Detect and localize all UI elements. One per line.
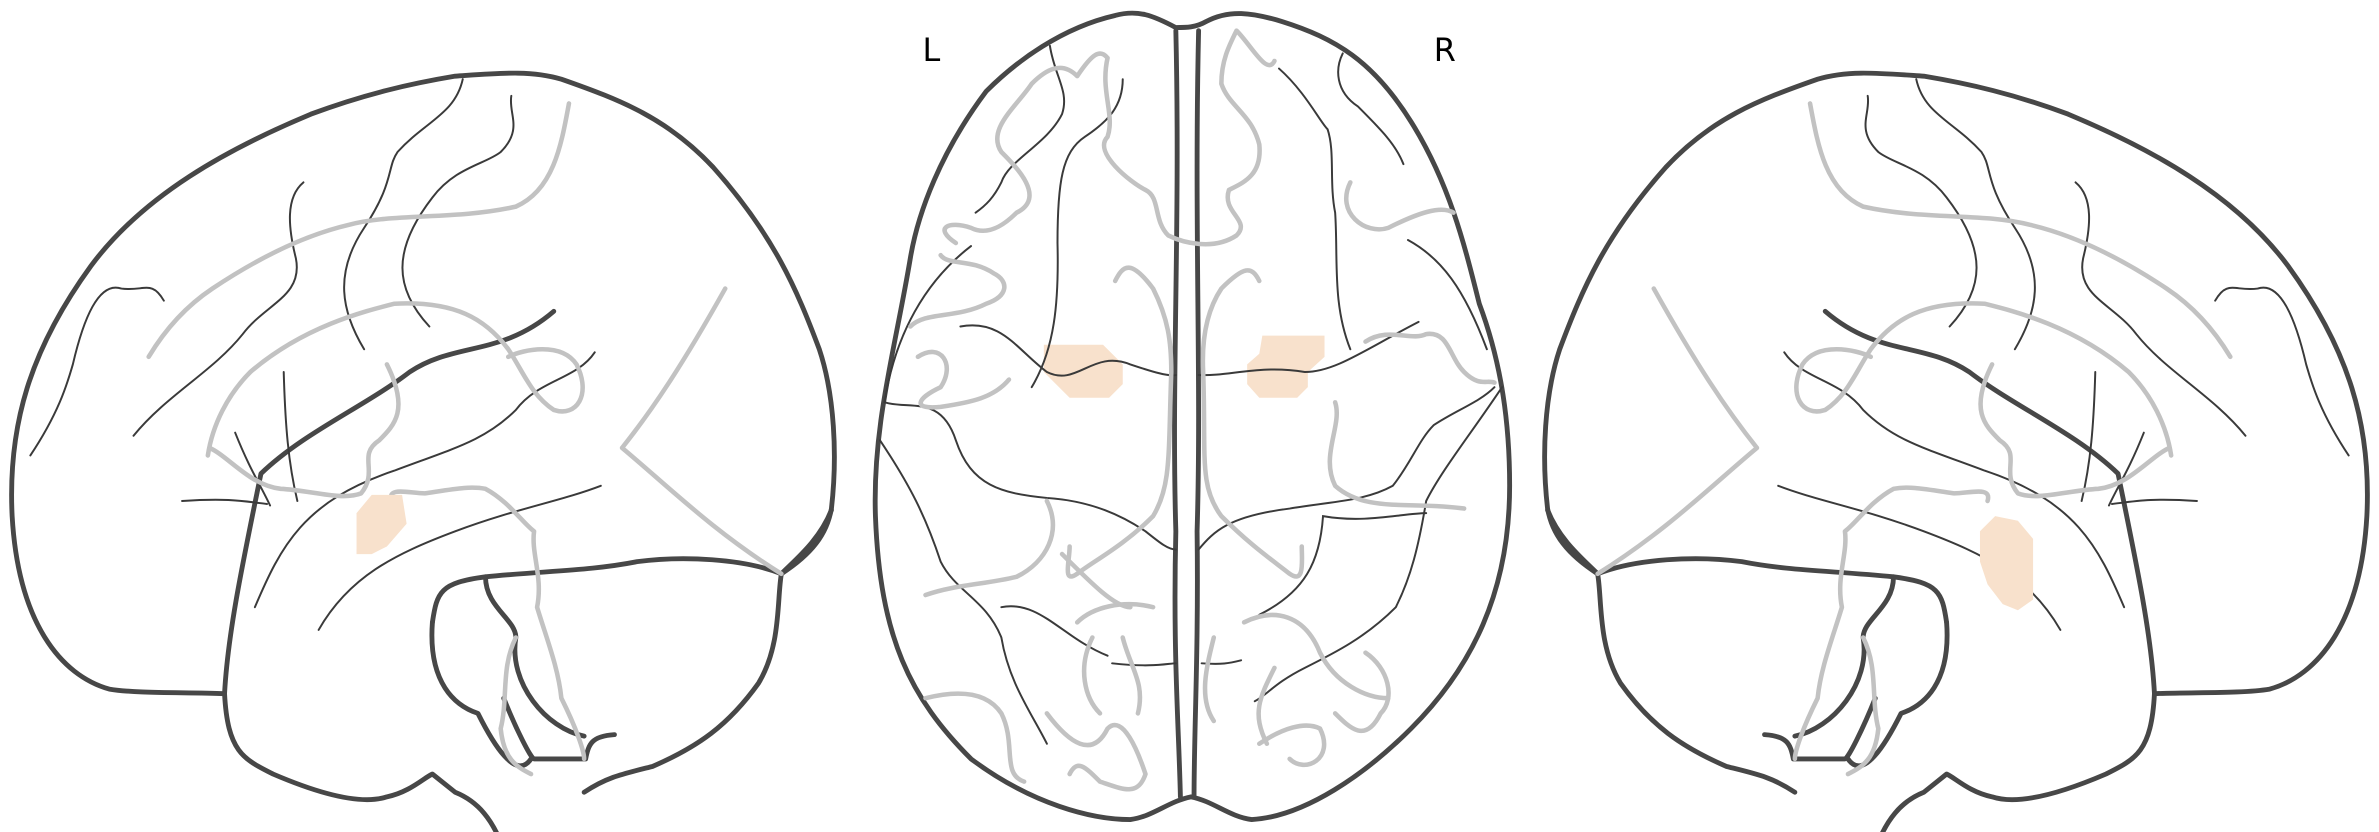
activation-blob [1043,344,1123,398]
activation-blob [356,494,407,555]
axial-left-label: L [922,31,940,69]
activation-blob [1979,516,2034,611]
activation-blob [1247,335,1325,398]
sagittal-view-right [1545,73,2368,832]
sagittal-view-left [12,73,835,832]
axial-right-label: R [1434,31,1456,69]
axial-view: L R [872,10,1513,823]
